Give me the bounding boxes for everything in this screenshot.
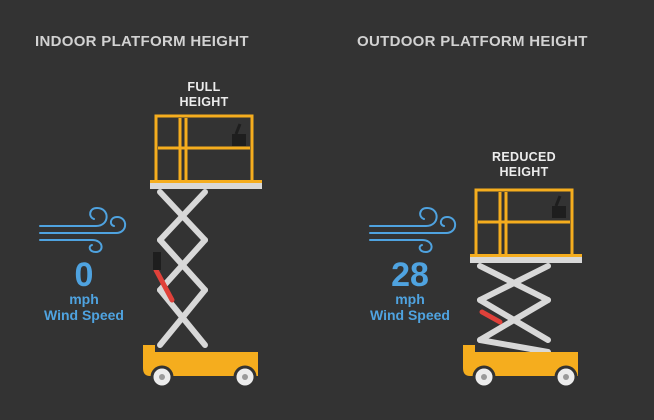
outdoor-height-label: REDUCED HEIGHT — [478, 150, 570, 180]
indoor-wind-readout: 0 mph Wind Speed — [36, 258, 132, 323]
outdoor-heading: OUTDOOR PLATFORM HEIGHT — [357, 33, 588, 50]
outdoor-height-label-line1: REDUCED — [492, 150, 556, 164]
wind-icon — [369, 206, 457, 254]
indoor-heading: INDOOR PLATFORM HEIGHT — [35, 33, 249, 50]
outdoor-wind-readout: 28 mph Wind Speed — [362, 258, 458, 323]
indoor-height-label-line2: HEIGHT — [179, 95, 229, 109]
indoor-height-label: FULL HEIGHT — [164, 80, 244, 110]
indoor-wind-value: 0 — [74, 256, 94, 294]
scissor-lift-icon — [143, 114, 262, 389]
indoor-height-label-line1: FULL — [187, 80, 221, 94]
outdoor-wind-unit: mph — [395, 291, 425, 307]
outdoor-wind-caption: Wind Speed — [370, 307, 450, 323]
scissor-lift-icon — [463, 188, 582, 389]
outdoor-wind-value: 28 — [391, 256, 429, 294]
indoor-wind-caption: Wind Speed — [44, 307, 124, 323]
indoor-wind-unit: mph — [69, 291, 99, 307]
wind-icon — [39, 206, 127, 254]
outdoor-height-label-line2: HEIGHT — [499, 165, 549, 179]
